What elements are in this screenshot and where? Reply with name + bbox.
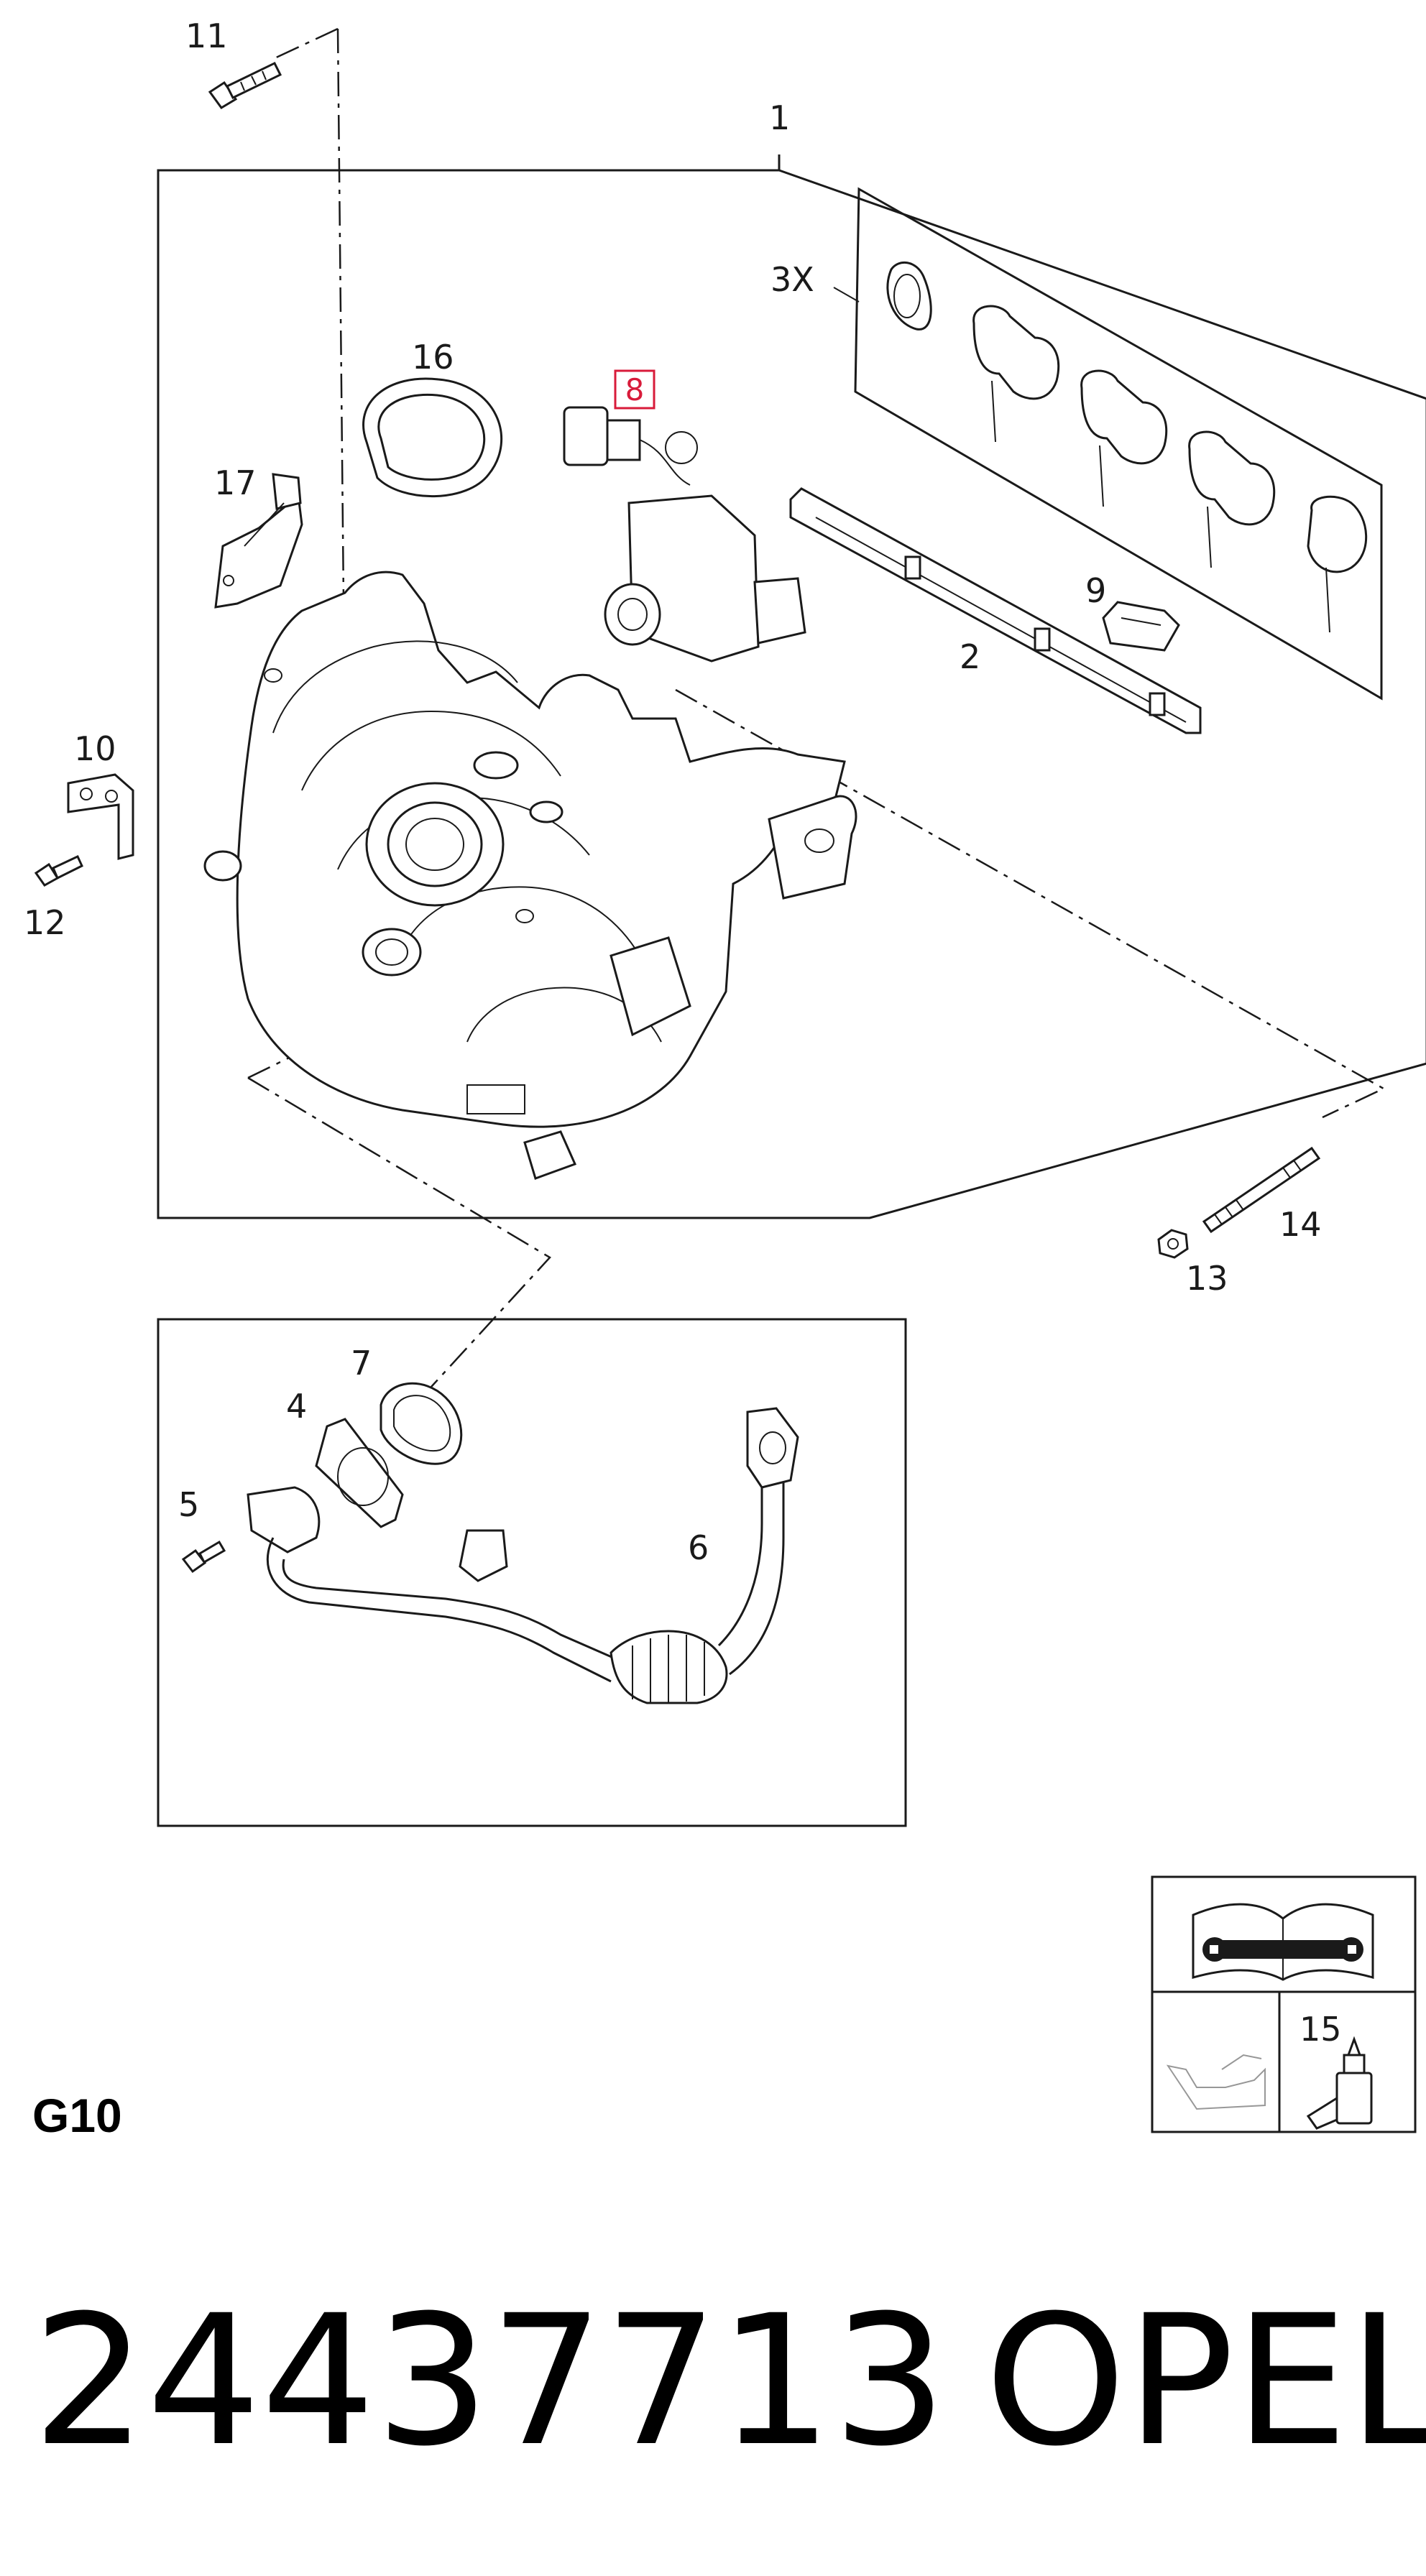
highlight-box bbox=[614, 369, 656, 410]
callout-8: 8 bbox=[625, 372, 645, 407]
callout-17: 17 bbox=[214, 463, 257, 502]
callout-4: 4 bbox=[286, 1387, 307, 1426]
legend-box bbox=[1151, 1875, 1417, 2133]
alignment-line-11-top bbox=[272, 27, 339, 60]
bolt-5-icon bbox=[181, 1540, 226, 1574]
bracket-17-icon bbox=[214, 473, 303, 609]
oil-can-icon bbox=[1166, 2054, 1266, 2110]
injector-subframe bbox=[854, 187, 1383, 701]
injector-3-icon bbox=[1188, 430, 1276, 568]
sealant-bottle-icon bbox=[1306, 2036, 1373, 2130]
injector-1-icon bbox=[972, 305, 1060, 443]
alignment-line-14 bbox=[675, 688, 1386, 1119]
callout-7: 7 bbox=[351, 1344, 372, 1382]
gasket-7-icon bbox=[380, 1382, 463, 1465]
nut-13-icon bbox=[1157, 1229, 1189, 1259]
bolt-12-icon bbox=[34, 854, 83, 887]
intake-manifold-icon bbox=[203, 571, 857, 1180]
bracket-10-icon bbox=[67, 773, 134, 860]
callout-2: 2 bbox=[960, 637, 980, 676]
stud-14-icon bbox=[1202, 1146, 1321, 1234]
callout-5: 5 bbox=[178, 1485, 199, 1524]
egr-pipe-frame bbox=[157, 1318, 907, 1827]
alignment-line-11 bbox=[336, 28, 345, 601]
part-number: 24437713 bbox=[32, 2276, 947, 2485]
injector-2-icon bbox=[1080, 369, 1168, 507]
callout-16: 16 bbox=[412, 338, 454, 377]
sensor-8-icon bbox=[563, 406, 698, 486]
injector-4-icon bbox=[1307, 495, 1368, 633]
gasket-4-icon bbox=[315, 1418, 404, 1528]
leader-3x bbox=[833, 287, 860, 303]
clip-9-icon bbox=[1102, 601, 1180, 652]
callout-10: 10 bbox=[74, 729, 116, 768]
manual-book-wrench-icon bbox=[1192, 1903, 1374, 1981]
callout-15: 15 bbox=[1300, 2010, 1342, 2049]
callout-6: 6 bbox=[688, 1528, 709, 1567]
callout-12: 12 bbox=[24, 903, 66, 942]
section-code: G10 bbox=[32, 2089, 122, 2142]
callout-3x: 3X bbox=[770, 260, 814, 299]
callout-14: 14 bbox=[1279, 1205, 1322, 1244]
callout-11: 11 bbox=[185, 17, 228, 55]
callout-1: 1 bbox=[769, 98, 790, 137]
gasket-16-icon bbox=[362, 377, 503, 498]
egr-valve-icon bbox=[604, 494, 806, 663]
bolt-11-icon bbox=[208, 62, 282, 109]
egr-pipe-6-icon bbox=[247, 1407, 799, 1704]
callout-13: 13 bbox=[1186, 1259, 1228, 1298]
callout-9: 9 bbox=[1085, 571, 1106, 610]
fuel-rail-2-icon bbox=[789, 487, 1202, 734]
injector-ring-icon bbox=[886, 261, 932, 331]
brand-name: OPEL bbox=[985, 2276, 1426, 2485]
callout-8-highlight[interactable]: 8 bbox=[614, 369, 656, 410]
